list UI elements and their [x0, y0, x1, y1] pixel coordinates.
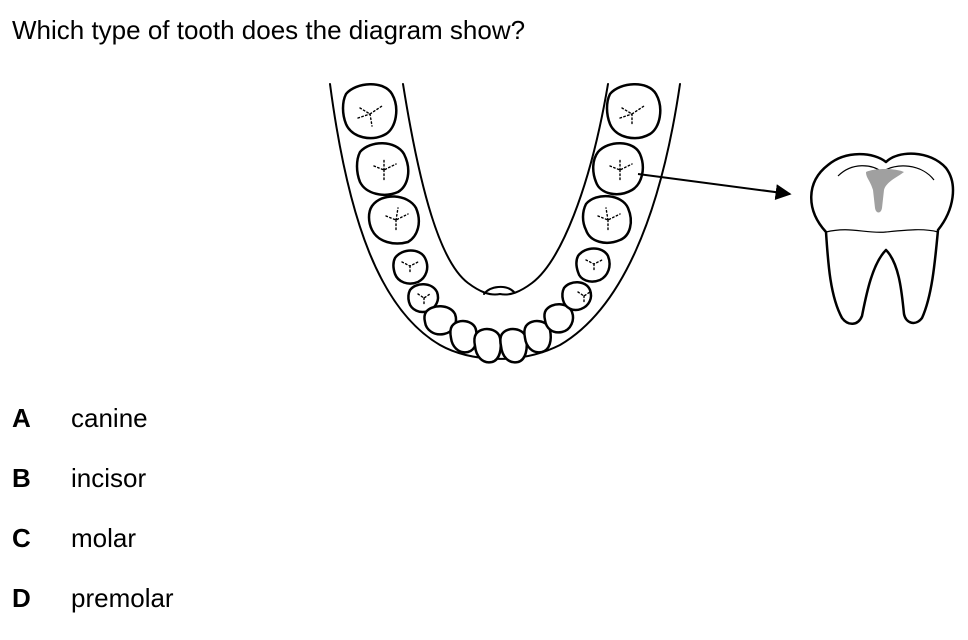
left-canine	[423, 305, 458, 336]
option-b-letter: B	[12, 463, 31, 493]
left-molar-3	[341, 83, 398, 140]
left-incisor-2	[449, 319, 478, 354]
left-incisor-1	[473, 327, 502, 364]
jaw-inner-outline	[402, 83, 609, 296]
right-incisor-1	[499, 327, 528, 364]
option-c-text: molar	[71, 523, 137, 553]
cervical-line	[825, 229, 939, 233]
question-text: Which type of tooth does the diagram sho…	[12, 15, 526, 45]
tooth-fissures	[357, 105, 645, 305]
right-premolar-1	[561, 281, 593, 312]
frenulum-bump	[483, 286, 515, 295]
option-b-text: incisor	[71, 463, 147, 493]
option-a-letter: A	[12, 403, 31, 433]
right-premolar-2	[575, 247, 611, 283]
molar-outline	[810, 152, 955, 325]
option-d-text: premolar	[71, 583, 174, 613]
option-c-letter: C	[12, 523, 31, 553]
option-a-text: canine	[71, 403, 148, 433]
left-molar-1	[367, 195, 420, 245]
option-d-letter: D	[12, 583, 31, 613]
molar-detail-illustration	[810, 152, 955, 325]
jaw-teeth	[341, 83, 662, 364]
pointer-arrow	[637, 173, 792, 201]
right-molar-3	[605, 83, 662, 140]
pulp-cavity	[866, 169, 904, 213]
